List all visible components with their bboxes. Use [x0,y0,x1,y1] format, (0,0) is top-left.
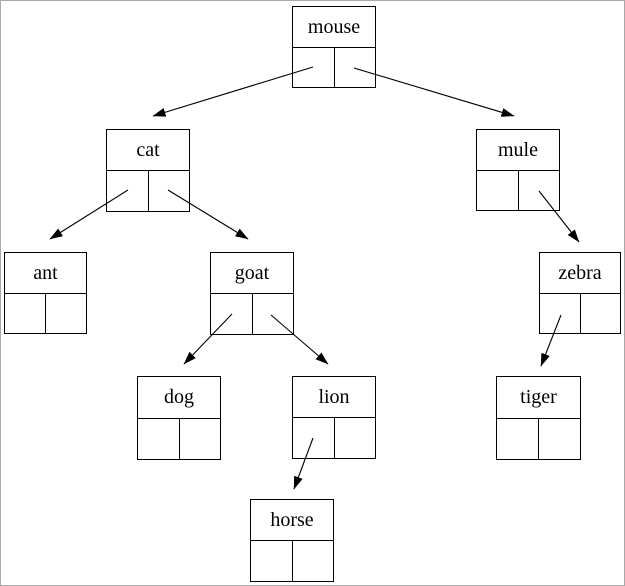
node-label: zebra [540,253,620,294]
node-label: ant [5,253,86,294]
pointer-cells [540,293,621,334]
tree-node-lion: lion [292,376,376,459]
left-pointer-cell [138,418,180,459]
tree-node-dog: dog [137,376,221,460]
node-label: cat [107,130,189,171]
left-pointer-cell [5,293,46,333]
pointer-cells [138,418,221,460]
left-pointer-cell [293,47,335,87]
tree-node-horse: horse [250,499,334,582]
right-pointer-cell [149,171,190,211]
right-pointer-cell [335,48,376,88]
tree-node-mouse: mouse [292,6,376,88]
node-label: mule [477,130,559,171]
right-pointer-cell [539,419,580,460]
right-pointer-cell [519,171,560,211]
tree-node-ant: ant [4,252,87,334]
right-pointer-cell [581,294,621,334]
node-label: mouse [293,7,375,48]
right-pointer-cell [293,541,334,581]
tree-node-zebra: zebra [539,252,621,334]
node-label: tiger [497,377,580,419]
pointer-cells [293,47,376,88]
pointer-cells [251,541,333,581]
node-label: goat [211,253,293,294]
left-pointer-cell [497,418,539,459]
node-label: horse [251,500,333,541]
right-pointer-cell [46,294,86,334]
left-pointer-cell [477,170,519,210]
node-label: lion [293,377,375,418]
pointer-cells [5,293,86,334]
tree-node-tiger: tiger [496,376,581,460]
right-pointer-cell [335,418,376,458]
left-pointer-cell [107,171,149,211]
node-label: dog [138,377,220,419]
tree-node-goat: goat [210,252,294,335]
left-pointer-cell [293,418,335,458]
left-pointer-cell [211,294,253,334]
right-pointer-cell [253,294,294,334]
tree-node-mule: mule [476,129,560,211]
pointer-cells [107,171,189,211]
left-pointer-cell [540,293,581,333]
pointer-cells [211,294,293,334]
pointer-cells [497,418,580,460]
pointer-cells [477,170,560,211]
pointer-cells [293,418,375,458]
right-pointer-cell [180,419,221,460]
left-pointer-cell [251,541,293,581]
tree-node-cat: cat [106,129,190,212]
